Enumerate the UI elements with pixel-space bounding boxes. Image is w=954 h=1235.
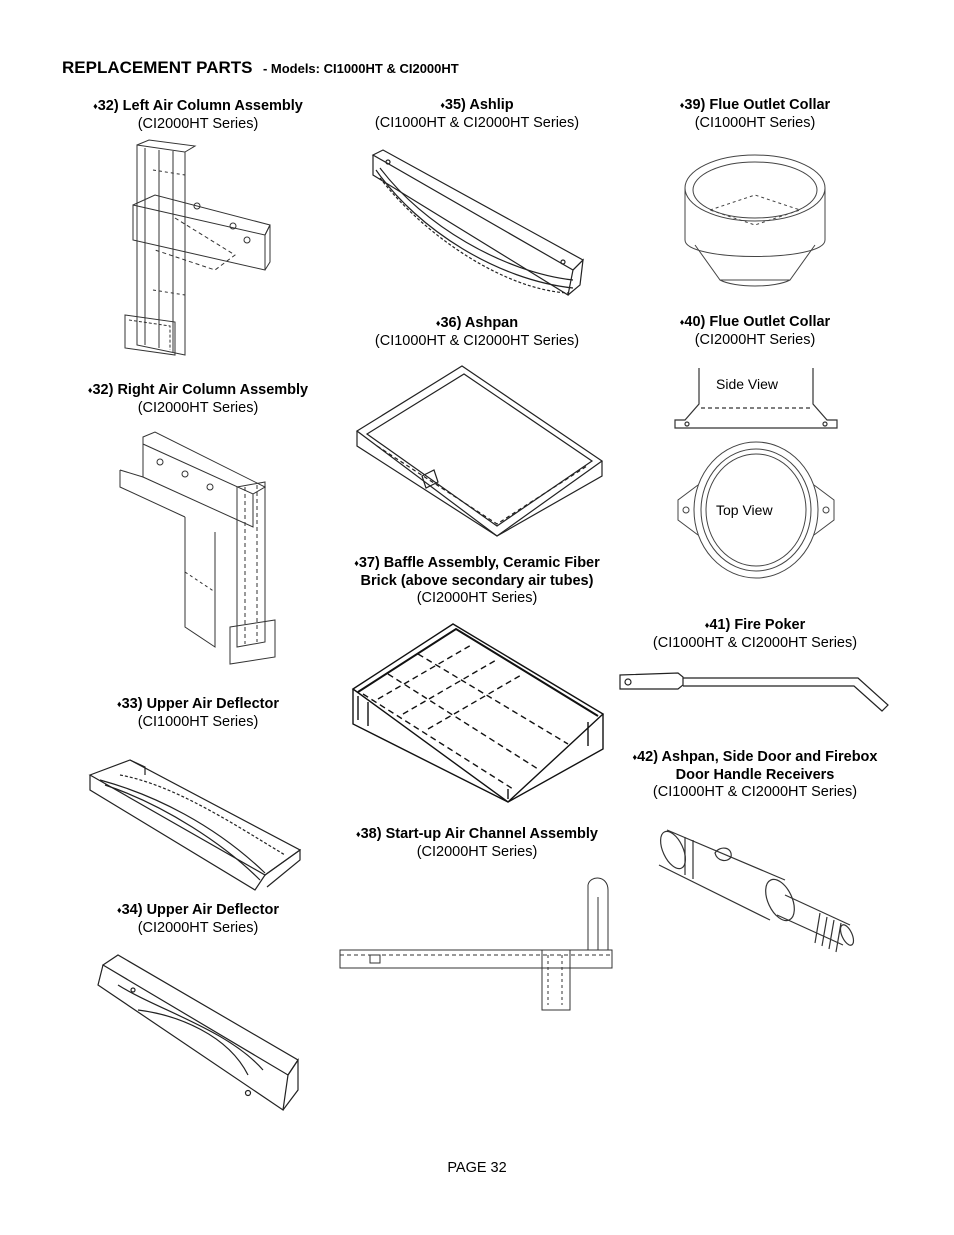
caption-part-41: ♦41) Fire Poker (CI1000HT & CI2000HT Ser… — [615, 617, 895, 652]
part-name: 37) Baffle Assembly, Ceramic Fiber — [358, 555, 600, 571]
part-name: 41) Fire Poker — [709, 617, 806, 633]
part-name: 36) Ashpan — [440, 315, 519, 331]
caption-part-42: ♦42) Ashpan, Side Door and Firebox Door … — [612, 749, 898, 802]
diamond-icon: ♦ — [440, 100, 445, 110]
ashlip-drawing — [368, 150, 583, 300]
diamond-icon: ♦ — [435, 318, 441, 328]
part-series: (CI2000HT Series) — [694, 331, 816, 348]
part-name: 42) Ashpan, Side Door and Firebox — [637, 749, 878, 765]
caption-part-36: ♦36) Ashpan (CI1000HT & CI2000HT Series) — [332, 315, 622, 350]
caption-part-38: ♦38) Start-up Air Channel Assembly (CI20… — [332, 826, 622, 861]
part-series: (CI2000HT Series) — [416, 843, 538, 860]
upper-air-deflector-ci2000-drawing — [98, 955, 298, 1115]
diamond-icon: ♦ — [117, 905, 122, 915]
part-series: (CI1000HT Series) — [137, 713, 259, 730]
caption-part-39: ♦39) Flue Outlet Collar (CI1000HT Series… — [615, 97, 895, 132]
startup-air-channel-drawing — [340, 875, 615, 1015]
part-name: 32) Right Air Column Assembly — [92, 382, 309, 398]
part-series: (CI2000HT Series) — [416, 590, 538, 606]
flue-outlet-collar-ci1000-drawing — [680, 150, 830, 285]
part-series: (CI1000HT Series) — [694, 114, 816, 131]
diamond-icon: ♦ — [355, 829, 361, 839]
flue-collar-top-view-drawing — [676, 440, 836, 580]
part-name: 33) Upper Air Deflector — [121, 696, 279, 712]
part-series: (CI1000HT & CI2000HT Series) — [374, 114, 580, 131]
caption-part-34: ♦34) Upper Air Deflector (CI2000HT Serie… — [58, 902, 338, 937]
part-name: 38) Start-up Air Channel Assembly — [360, 826, 599, 842]
handle-receivers-drawing — [655, 825, 855, 955]
upper-air-deflector-ci1000-drawing — [85, 755, 305, 895]
part-series: (CI1000HT & CI2000HT Series) — [652, 784, 858, 800]
diamond-icon: ♦ — [87, 385, 93, 395]
page-title: REPLACEMENT PARTS — [62, 58, 253, 77]
caption-part-35: ♦35) Ashlip (CI1000HT & CI2000HT Series) — [332, 97, 622, 132]
part-series: (CI1000HT & CI2000HT Series) — [374, 332, 580, 349]
flue-collar-side-view-drawing — [675, 368, 837, 430]
page-header: REPLACEMENT PARTS - Models: CI1000HT & C… — [62, 58, 459, 78]
part-name: 40) Flue Outlet Collar — [684, 314, 831, 330]
caption-part-32-left: ♦32) Left Air Column Assembly (CI2000HT … — [58, 98, 338, 133]
fire-poker-drawing — [618, 665, 893, 715]
left-air-column-drawing — [115, 140, 275, 365]
caption-part-40: ♦40) Flue Outlet Collar (CI2000HT Series… — [615, 314, 895, 349]
part-series: (CI2000HT Series) — [137, 919, 259, 936]
diamond-icon: ♦ — [632, 752, 638, 762]
part-name: 34) Upper Air Deflector — [121, 902, 279, 918]
caption-part-37: ♦37) Baffle Assembly, Ceramic Fiber Bric… — [322, 555, 632, 608]
part-name-line2: Brick (above secondary air tubes) — [360, 572, 594, 589]
part-name: 35) Ashlip — [444, 97, 514, 113]
top-view-label: Top View — [716, 502, 773, 518]
part-series: (CI2000HT Series) — [137, 399, 259, 416]
diamond-icon: ♦ — [704, 620, 710, 630]
diamond-icon: ♦ — [679, 100, 685, 110]
page-subtitle: - Models: CI1000HT & CI2000HT — [262, 61, 459, 76]
part-name: 39) Flue Outlet Collar — [684, 97, 831, 113]
side-view-label: Side View — [716, 376, 779, 392]
diamond-icon: ♦ — [354, 558, 359, 568]
diamond-icon: ♦ — [117, 699, 122, 709]
part-series: (CI1000HT & CI2000HT Series) — [652, 634, 858, 651]
ashpan-drawing — [352, 366, 607, 536]
part-name-line2: Door Handle Receivers — [675, 766, 835, 783]
caption-part-32-right: ♦32) Right Air Column Assembly (CI2000HT… — [58, 382, 338, 417]
part-name: 32) Left Air Column Assembly — [97, 98, 303, 114]
diamond-icon: ♦ — [679, 317, 685, 327]
page-number: PAGE 32 — [447, 1160, 507, 1176]
part-series: (CI2000HT Series) — [137, 115, 259, 132]
baffle-assembly-drawing — [348, 624, 608, 804]
diamond-icon: ♦ — [93, 101, 98, 111]
right-air-column-drawing — [115, 432, 275, 667]
caption-part-33: ♦33) Upper Air Deflector (CI1000HT Serie… — [58, 696, 338, 731]
